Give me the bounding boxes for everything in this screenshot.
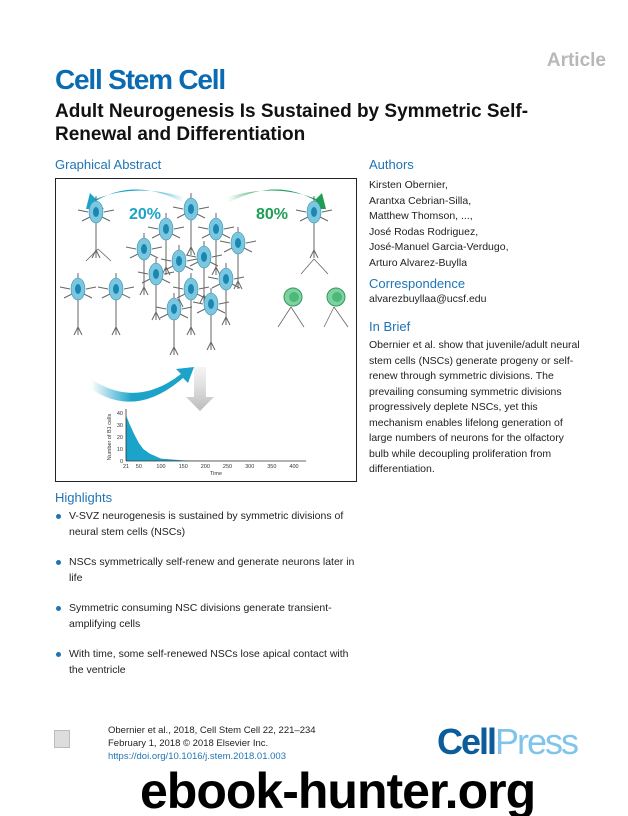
author: Arturo Alvarez-Buylla (369, 256, 468, 269)
y-tick-label: 40 (117, 411, 123, 417)
watermark: ebook-hunter.org (140, 763, 536, 816)
stem-cell (137, 258, 175, 321)
y-tick-label: 10 (117, 447, 123, 453)
x-tick-label: 200 (201, 464, 210, 470)
graphical-abstract: 20% 80% 21 50 100 150 200 250 300 350 400 0 10 20 30… (55, 178, 357, 482)
bullet-icon (56, 514, 61, 519)
bottom-arrow (91, 367, 194, 402)
authors-heading: Authors (369, 157, 414, 172)
graphical-abstract-figure: 20% 80% 21 50 100 150 200 250 300 350 400 0 10 20 30… (59, 189, 349, 477)
down-arrow (186, 367, 214, 411)
bullet-icon (56, 652, 61, 657)
author: José-Manuel Garcia-Verdugo, (369, 241, 509, 254)
check-for-updates-icon[interactable] (54, 730, 70, 748)
x-tick-label: 150 (179, 464, 188, 470)
paper-title: Adult Neurogenesis Is Sustained by Symme… (55, 101, 529, 145)
highlights-heading: Highlights (55, 490, 113, 505)
lineage-arrow (277, 306, 292, 328)
y-axis-label: Number of B1 cells (107, 414, 113, 461)
y-tick-label: 0 (120, 459, 123, 465)
author: José Rodas Rodriguez, (369, 225, 479, 238)
stem-cell (147, 213, 185, 276)
authors-list: Kirsten Obernier, Arantxa Cebrian-Silla,… (369, 178, 509, 272)
stem-cell (295, 196, 333, 259)
citation-footer: Obernier et al., 2018, Cell Stem Cell 22… (108, 724, 316, 763)
highlight-item: With time, some self-renewed NSCs lose a… (55, 647, 365, 678)
lineage-arrow (85, 248, 99, 262)
cellpress-logo: CellPress (437, 721, 579, 762)
stem-cell (97, 273, 135, 336)
highlight-item: Symmetric consuming NSC divisions genera… (55, 601, 365, 632)
stem-cell (185, 241, 223, 304)
highlight-item: V-SVZ neurogenesis is sustained by symme… (55, 509, 365, 540)
x-tick-label: 300 (245, 464, 254, 470)
b1-cells-area (126, 415, 281, 461)
y-tick-label: 20 (117, 435, 123, 441)
left-percent: 20% (129, 206, 161, 223)
lineage-arrow (97, 248, 112, 262)
graphical-abstract-heading: Graphical Abstract (55, 157, 162, 172)
highlights-list: V-SVZ neurogenesis is sustained by symme… (55, 509, 365, 693)
stem-cell (172, 193, 210, 256)
stem-cell (197, 213, 235, 276)
correspondence-heading: Correspondence (369, 276, 466, 291)
lineage-arrow (323, 306, 335, 328)
stem-cell (155, 293, 193, 356)
citation: Obernier et al., 2018, Cell Stem Cell 22… (108, 725, 316, 736)
x-tick-label: 21 (123, 464, 129, 470)
stem-cell (172, 273, 210, 336)
x-tick-label: 250 (223, 464, 232, 470)
stem-cell (192, 288, 230, 351)
x-tick-label: 350 (267, 464, 276, 470)
x-tick-label: 400 (289, 464, 298, 470)
copyright: February 1, 2018 © 2018 Elsevier Inc. (108, 738, 269, 749)
bullet-icon (56, 560, 61, 565)
highlight-item: NSCs symmetrically self-renew and genera… (55, 555, 365, 586)
in-brief-text: Obernier et al. show that juvenile/adult… (369, 339, 580, 475)
bullet-icon (56, 606, 61, 611)
y-tick-label: 30 (117, 423, 123, 429)
lineage-arrow (300, 258, 315, 275)
x-tick-label: 50 (136, 464, 142, 470)
in-brief-heading: In Brief (369, 319, 411, 334)
stem-cell (219, 227, 257, 290)
x-axis-label: Time (210, 471, 222, 477)
right-percent: 80% (256, 206, 288, 223)
author: Arantxa Cebrian-Silla, (369, 194, 472, 207)
author: Kirsten Obernier, (369, 179, 448, 191)
stem-cell (77, 196, 115, 259)
author: Matthew Thomson, ..., (369, 210, 473, 223)
x-tick-label: 100 (156, 464, 165, 470)
journal-logo: Cell Stem Cell (55, 64, 226, 95)
lineage-arrow (333, 306, 349, 328)
article-label: Article (546, 50, 606, 71)
lineage-arrow (290, 306, 305, 328)
lineage-arrow (313, 258, 329, 275)
doi-link[interactable]: https://doi.org/10.1016/j.stem.2018.01.0… (108, 751, 286, 762)
stem-cell (125, 233, 163, 296)
stem-cell (59, 273, 97, 336)
correspondence-email[interactable]: alvarezbuyllaa@ucsf.edu (369, 293, 487, 305)
